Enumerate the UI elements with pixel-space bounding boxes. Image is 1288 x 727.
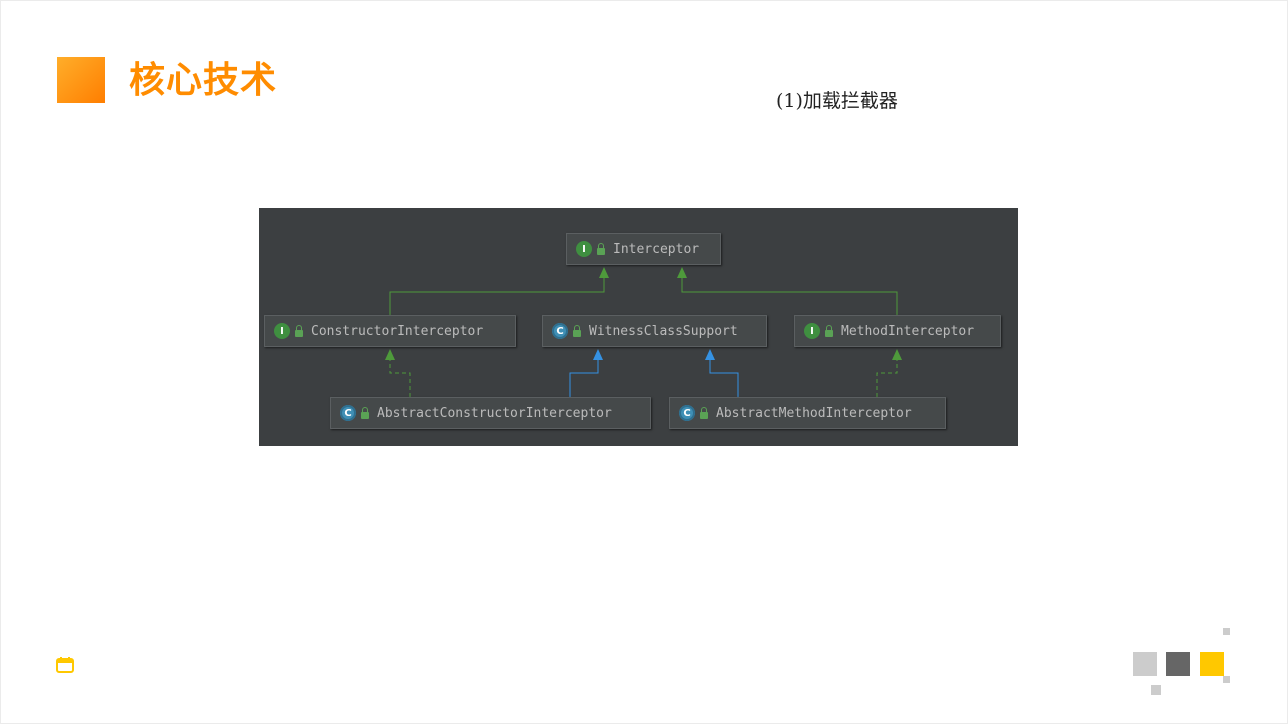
interface-icon: I [576,241,592,257]
class-icon: C [340,405,356,421]
class-hierarchy-diagram: I Interceptor I ConstructorInterceptor C… [259,208,1018,446]
arrow-method-interceptor [892,349,902,360]
lock-icon [295,324,303,337]
node-label: WitnessClassSupport [589,323,738,339]
class-icon: C [552,323,568,339]
node-label: MethodInterceptor [841,323,975,339]
node-abstract-method-interceptor[interactable]: C AbstractMethodInterceptor [669,397,946,429]
section-subtitle: (1)加载拦截器 [776,90,898,112]
title-accent-square [57,57,105,103]
arrow-witness-right [705,349,715,360]
decor-square-light [1133,652,1157,676]
arrow-interceptor-left [599,267,609,278]
node-constructor-interceptor[interactable]: I ConstructorInterceptor [264,315,516,347]
decor-square-small-bottom [1151,685,1161,695]
arrow-constructor-interceptor [385,349,395,360]
calendar-icon [56,657,74,673]
node-abstract-constructor-interceptor[interactable]: C AbstractConstructorInterceptor [330,397,651,429]
edge-abstract-method-implements [876,358,898,397]
diagram-edges [385,267,902,397]
lock-icon [361,406,369,419]
interface-icon: I [274,323,290,339]
node-label: AbstractConstructorInterceptor [377,405,612,421]
lock-icon [573,324,581,337]
decor-square-yellow [1200,652,1224,676]
decor-square-dark [1166,652,1190,676]
node-label: ConstructorInterceptor [311,323,484,339]
edge-abstract-method-extends [709,358,739,397]
arrow-interceptor-right [677,267,687,278]
node-witness-class-support[interactable]: C WitnessClassSupport [542,315,767,347]
page-title: 核心技术 [129,60,278,101]
node-method-interceptor[interactable]: I MethodInterceptor [794,315,1001,347]
edge-abstract-constructor-implements [389,358,411,397]
decor-square-small-right [1223,676,1230,683]
class-icon: C [679,405,695,421]
arrow-witness-left [593,349,603,360]
edge-method-to-interceptor [681,268,898,315]
edge-abstract-constructor-extends [569,358,599,397]
node-label: AbstractMethodInterceptor [716,405,912,421]
node-label: Interceptor [613,241,700,257]
edge-constructor-to-interceptor [389,268,605,315]
node-interceptor[interactable]: I Interceptor [566,233,721,265]
decor-square-small-top [1223,628,1230,635]
lock-icon [825,324,833,337]
interface-icon: I [804,323,820,339]
lock-icon [597,242,605,255]
lock-icon [700,406,708,419]
